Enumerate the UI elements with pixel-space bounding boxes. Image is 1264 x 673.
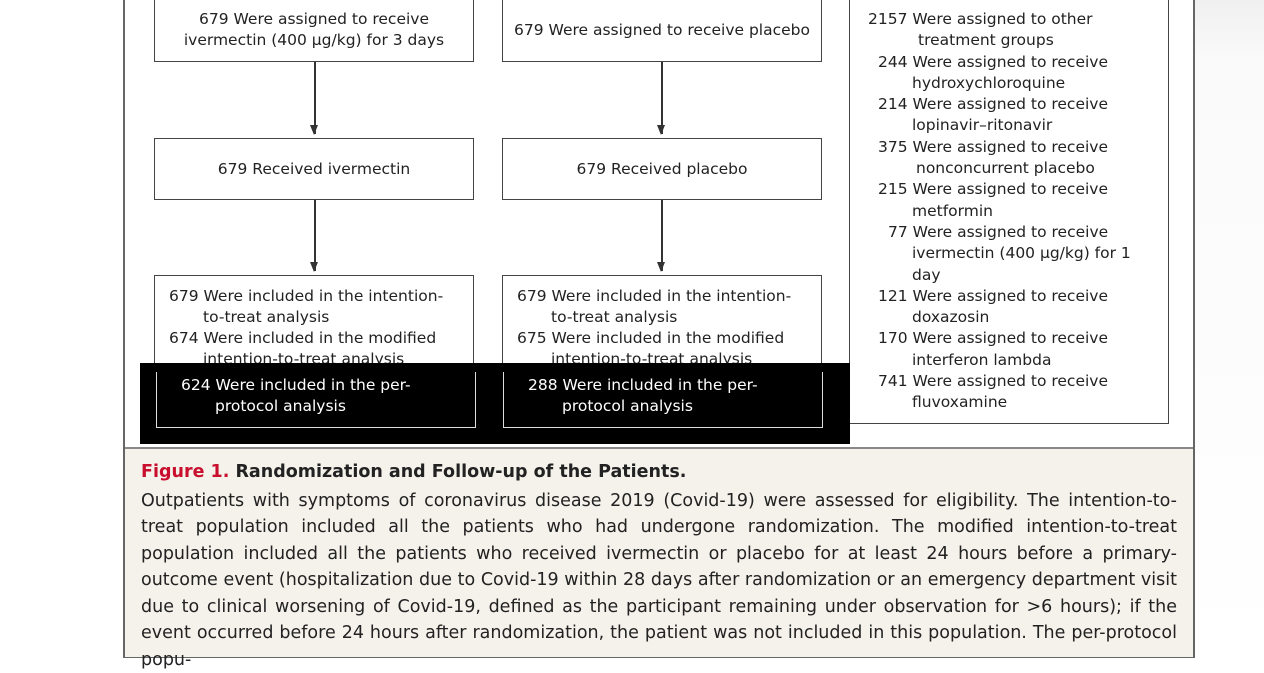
other-line: 741 Were assigned to receive fluvoxamine (860, 371, 1158, 414)
box-text: 679 Received placebo (577, 159, 748, 180)
arrow-icon (314, 62, 316, 134)
caption-label: Figure 1. (141, 462, 229, 482)
other-line: 170 Were assigned to receive interferon … (860, 328, 1158, 371)
placebo-analysis-box: 679 Were included in the intention-to-tr… (502, 275, 822, 375)
other-line: 2157 Were assigned to other treatment gr… (860, 9, 1158, 52)
ivermectin-analysis-box: 679 Were included in the intention-to-tr… (154, 275, 474, 375)
caption-heading: Figure 1. Randomization and Follow-up of… (141, 459, 1177, 486)
other-line: 214 Were assigned to receive lopinavir–r… (860, 94, 1158, 137)
arrow-icon (661, 62, 663, 134)
arrow-icon (314, 200, 316, 271)
analysis-line: 679 Were included in the intention-to-tr… (517, 286, 807, 328)
arrow-icon (661, 200, 663, 271)
ivermectin-received-box: 679 Received ivermectin (154, 138, 474, 200)
other-line: 244 Were assigned to receive hydroxychlo… (860, 52, 1158, 95)
analysis-line: 679 Were included in the intention-to-tr… (169, 286, 459, 328)
page-background (1194, 0, 1264, 651)
other-line: 215 Were assigned to receive metformin (860, 179, 1158, 222)
box-text: 679 Were assigned to receive ivermectin … (165, 9, 463, 51)
ivermectin-per-protocol-box: 624 Were included in the per-protocol an… (156, 372, 476, 428)
other-groups-box: 2157 Were assigned to other treatment gr… (849, 0, 1169, 424)
box-text: 679 Received ivermectin (218, 159, 410, 180)
other-line: 121 Were assigned to receive doxazosin (860, 286, 1158, 329)
placebo-received-box: 679 Received placebo (502, 138, 822, 200)
ivermectin-assigned-box: 679 Were assigned to receive ivermectin … (154, 0, 474, 62)
box-text: 624 Were included in the per-protocol an… (169, 375, 463, 417)
placebo-per-protocol-box: 288 Were included in the per-protocol an… (503, 372, 823, 428)
box-text: 679 Were assigned to receive placebo (514, 20, 810, 41)
caption-body: Outpatients with symptoms of coronavirus… (141, 488, 1177, 673)
placebo-assigned-box: 679 Were assigned to receive placebo (502, 0, 822, 62)
box-text: 288 Were included in the per-protocol an… (516, 375, 810, 417)
other-line: 77 Were assigned to receive ivermectin (… (860, 222, 1158, 286)
figure-caption: Figure 1. Randomization and Follow-up of… (125, 447, 1193, 657)
caption-title: Randomization and Follow-up of the Patie… (235, 462, 686, 482)
other-line: 375 Were assigned to receive nonconcurre… (860, 137, 1158, 180)
